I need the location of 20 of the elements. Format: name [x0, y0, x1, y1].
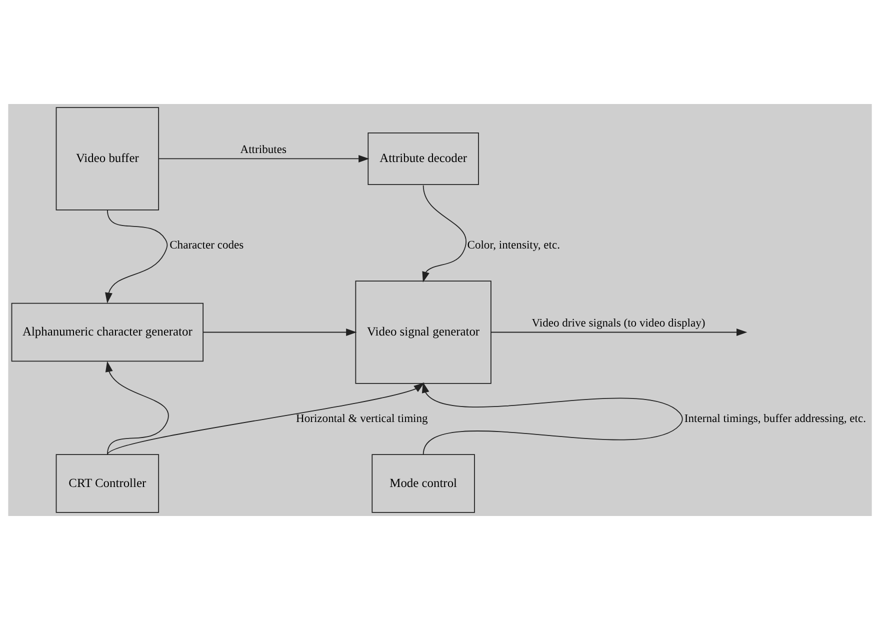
node-box: Alphanumeric character generator: [11, 302, 204, 362]
edge-label: Horizontal & vertical timing: [296, 412, 428, 426]
arrow: [422, 382, 683, 456]
node-box: CRT Controller: [56, 454, 160, 513]
arrow: [422, 184, 466, 282]
edge-label: Color, intensity, etc.: [467, 238, 560, 252]
edge-label: Internal timings, buffer addressing, etc.: [684, 412, 866, 426]
arrow: [490, 328, 748, 336]
edge-label: Character codes: [170, 238, 244, 252]
arrow: [158, 154, 370, 162]
node-box: Mode control: [372, 454, 475, 513]
arrow: [105, 209, 168, 304]
edge-label: Attributes: [240, 142, 286, 156]
edge-label: Video drive signals (to video display): [532, 316, 706, 330]
node-box: Video signal generator: [355, 280, 492, 384]
arrow: [202, 328, 357, 336]
node-box: Attribute decoder: [368, 132, 479, 185]
arrow: [105, 361, 169, 456]
arrow: [106, 382, 424, 456]
node-box: Video buffer: [56, 107, 160, 210]
